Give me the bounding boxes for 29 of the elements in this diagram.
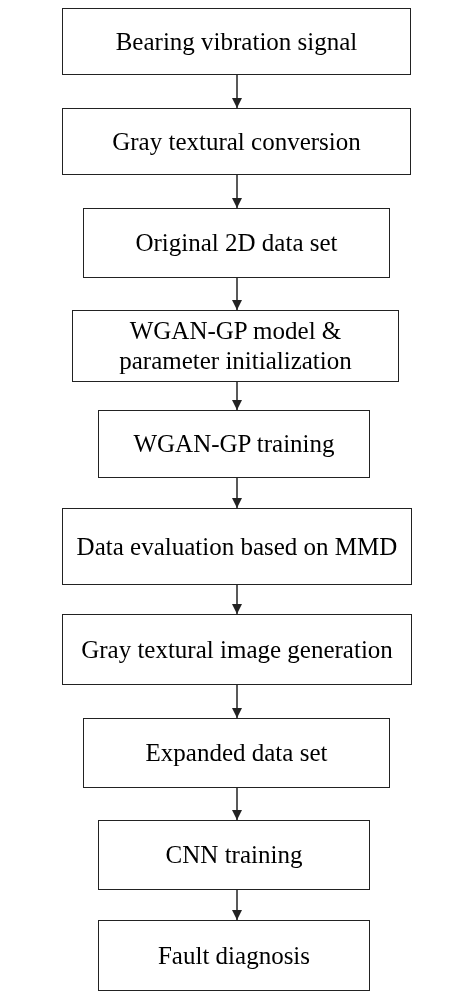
step-text: Data evaluation based on MMD	[76, 531, 398, 562]
arrow	[231, 277, 243, 311]
step-text: WGAN-GP model & parameter initialization	[118, 316, 353, 376]
step-text: Original 2D data set	[135, 228, 338, 258]
step-text: Gray textural conversion	[112, 126, 361, 157]
process-box	[83, 208, 390, 278]
process-box	[98, 920, 370, 991]
arrow	[231, 889, 243, 921]
arrow	[231, 174, 243, 209]
arrow	[231, 74, 243, 109]
step-text: WGAN-GP training	[133, 429, 335, 459]
process-box	[83, 718, 390, 788]
step-text: Fault diagnosis	[157, 940, 311, 971]
process-box	[62, 108, 411, 175]
step-text: Gray textural image generation	[81, 634, 393, 665]
arrow	[231, 477, 243, 509]
arrow	[231, 684, 243, 719]
process-box	[72, 310, 399, 382]
process-box	[98, 410, 370, 478]
process-box	[62, 8, 411, 75]
step-text: Bearing vibration signal	[115, 26, 358, 57]
process-box	[62, 508, 412, 585]
arrow	[231, 584, 243, 615]
arrow	[231, 381, 243, 411]
process-box	[98, 820, 370, 890]
process-box	[62, 614, 412, 685]
step-text: Expanded data set	[145, 738, 328, 768]
step-text: CNN training	[165, 840, 303, 870]
arrow	[231, 787, 243, 821]
